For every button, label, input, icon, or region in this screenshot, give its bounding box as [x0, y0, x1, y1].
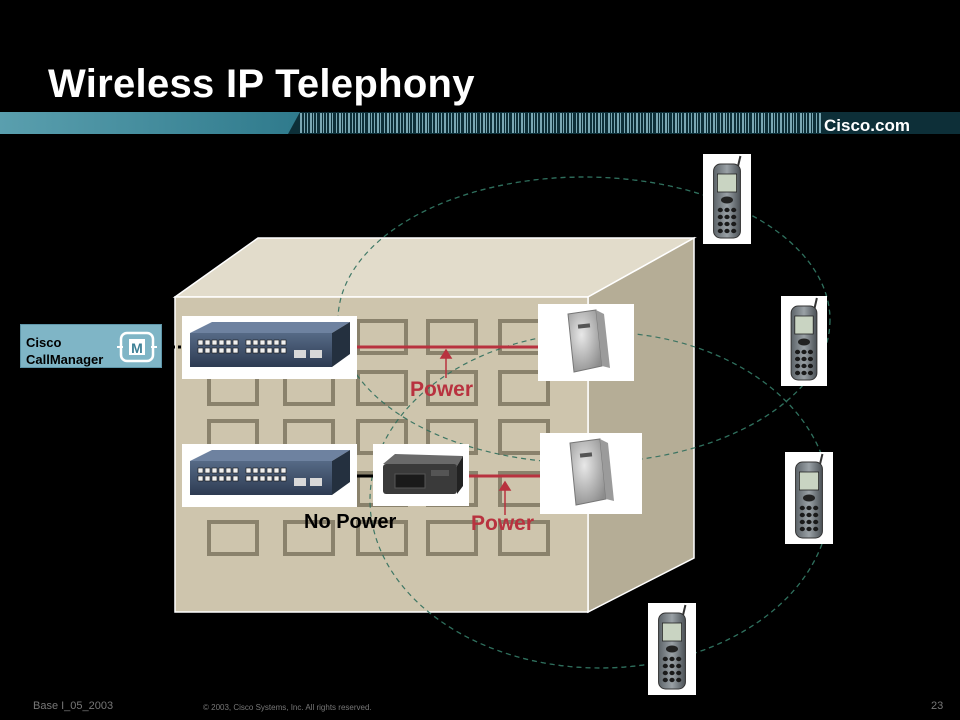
- banner-stripes: [300, 113, 821, 133]
- power-arrow-bottom: [498, 480, 512, 515]
- footer-page-number: 23: [931, 700, 944, 712]
- callmanager-label: Cisco CallManager: [26, 335, 104, 367]
- callmanager-node: Cisco CallManager M: [20, 324, 162, 368]
- building-window: [356, 370, 408, 406]
- slide-title: Wireless IP Telephony: [48, 62, 475, 106]
- building-window: [356, 520, 408, 556]
- wireless-ip-phone-icon: [785, 452, 833, 544]
- building-side: [587, 236, 695, 614]
- wireless-ip-phone-icon: [703, 154, 751, 244]
- building-window: [283, 520, 335, 556]
- catalyst-switch-icon: [182, 316, 357, 379]
- building-window: [207, 520, 259, 556]
- no-power-label: No Power: [304, 511, 397, 533]
- building-window: [426, 520, 478, 556]
- footer-copyright: © 2003, Cisco Systems, Inc. All rights r…: [203, 703, 372, 712]
- access-point-icon: [538, 304, 634, 381]
- title-banner: [0, 112, 960, 134]
- building: [172, 236, 697, 614]
- callmanager-icon: M: [117, 331, 157, 363]
- access-point-icon: [540, 433, 642, 514]
- power-injector-icon: [373, 444, 469, 506]
- catalyst-switch-icon: [182, 444, 357, 507]
- power-label-bottom: Power: [471, 512, 535, 535]
- power-arrow-top: [439, 348, 453, 378]
- cisco-com-logo: Cisco.com: [824, 116, 910, 135]
- svg-text:M: M: [131, 340, 143, 356]
- power-label-top: Power: [410, 378, 474, 401]
- wireless-ip-phone-icon: [781, 296, 827, 386]
- wireless-ip-phone-icon: [648, 603, 696, 695]
- footer-course-code: Base I_05_2003: [33, 700, 114, 712]
- building-window: [498, 520, 550, 556]
